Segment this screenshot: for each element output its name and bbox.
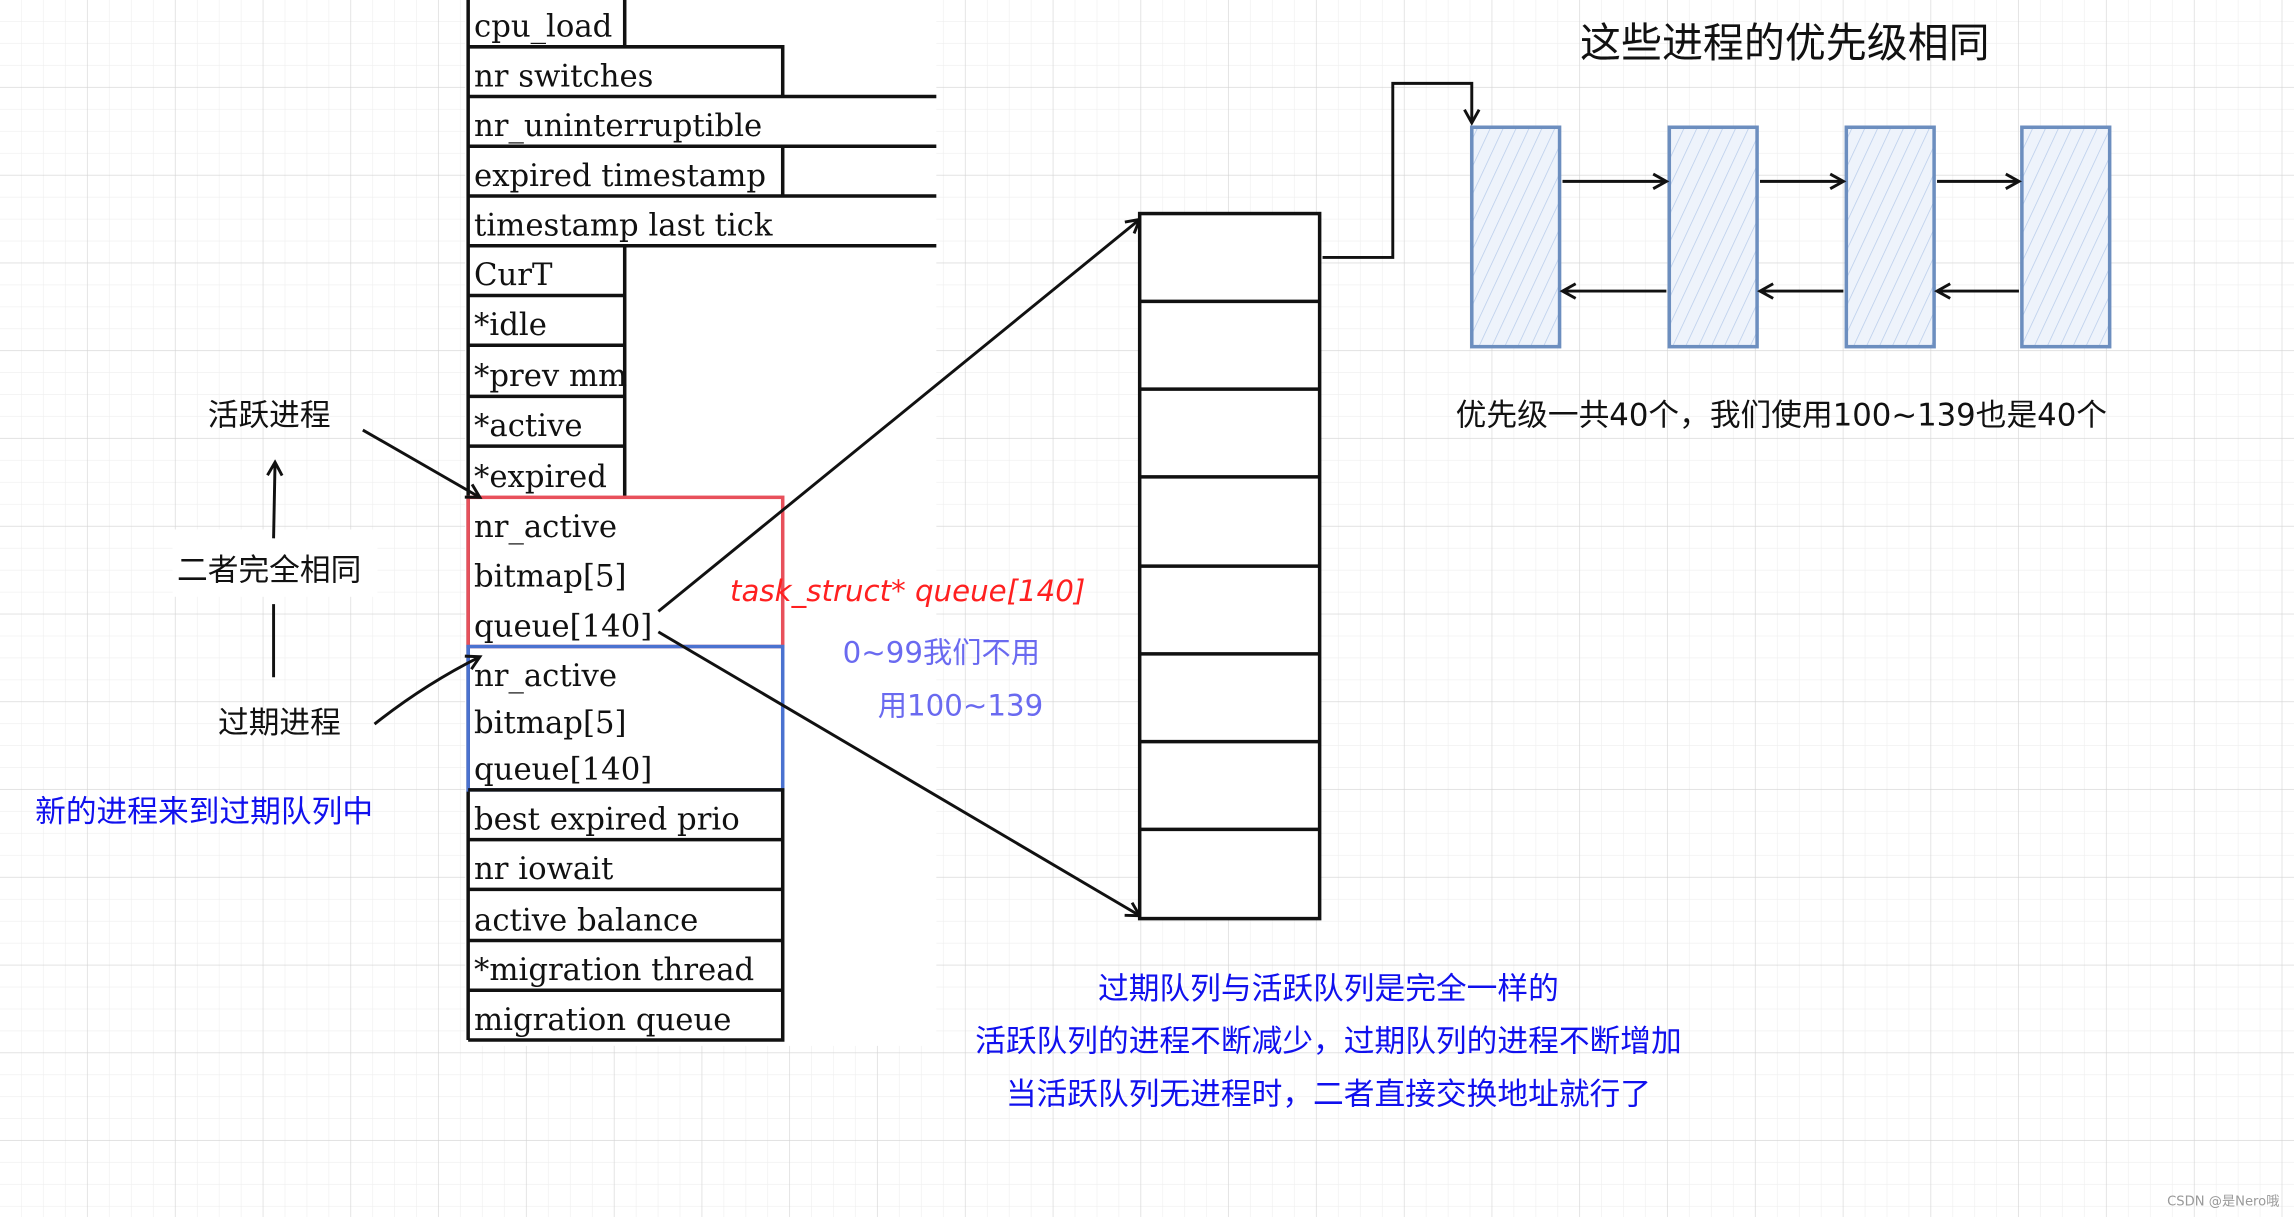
summary-note: 过期队列与活跃队列是完全一样的 活跃队列的进程不断减少，过期队列的进程不断增加 … [975, 971, 1682, 1112]
label-used-range: 用100~139 [878, 688, 1043, 722]
field-prev-mm: *prev mm [474, 358, 627, 394]
task-node [2020, 125, 2112, 349]
field-nr-switches: nr switches [474, 58, 653, 94]
field-best-expired-prio: best expired prio [474, 801, 740, 837]
label-queue-type: task_struct* queue[140] [730, 574, 1085, 608]
task-node [1470, 125, 1562, 349]
label-both-identical: 二者完全相同 [177, 553, 361, 589]
task-linked-list [1470, 125, 2112, 349]
arrow-to-expired [373, 657, 480, 726]
note-new-process: 新的进程来到过期队列中 [35, 794, 373, 830]
arrow-to-active [362, 428, 480, 497]
field-curr: CurT [474, 257, 553, 293]
expired-bitmap: bitmap[5] [474, 705, 626, 741]
arrow-to-list [1322, 81, 1472, 259]
field-active-balance: active balance [474, 902, 698, 938]
task-node [1667, 125, 1759, 349]
watermark: CSDN @是Nero哦 [2167, 1193, 2279, 1209]
field-cpu-load: cpu_load [474, 9, 612, 45]
active-queue: queue[140] [474, 608, 652, 644]
field-timestamp-last-tick: timestamp last tick [474, 208, 773, 244]
summary-line-1: 过期队列与活跃队列是完全一样的 [1098, 971, 1559, 1007]
summary-line-2: 活跃队列的进程不断减少，过期队列的进程不断增加 [975, 1024, 1682, 1060]
arrow-queue-top [657, 219, 1139, 613]
summary-line-3: 当活跃队列无进程时，二者直接交换地址就行了 [1006, 1076, 1651, 1112]
field-idle: *idle [474, 307, 547, 343]
label-expired-process: 过期进程 [218, 705, 341, 741]
field-active: *active [474, 408, 583, 444]
active-nr-active: nr_active [474, 509, 617, 545]
expired-queue: queue[140] [474, 752, 652, 788]
label-unused-range: 0~99我们不用 [843, 636, 1040, 670]
title-same-priority: 这些进程的优先级相同 [1580, 19, 1990, 67]
field-migration-thread: *migration thread [474, 952, 754, 988]
label-priority-count: 优先级一共40个，我们使用100~139也是40个 [1456, 398, 2107, 434]
runqueue-struct: cpu_load nr switches nr_uninterruptible … [466, 0, 937, 1042]
expired-prio-array: nr_active bitmap[5] queue[140] [466, 644, 785, 792]
field-migration-queue: migration queue [474, 1002, 731, 1038]
priority-queue-array [1137, 211, 1322, 921]
field-nr-uninterruptible: nr_uninterruptible [474, 108, 762, 144]
arrow-queue-bottom [657, 630, 1139, 916]
arrow-up [274, 462, 275, 539]
expired-nr-active: nr_active [474, 658, 617, 694]
field-nr-iowait: nr iowait [474, 851, 614, 887]
active-bitmap: bitmap[5] [474, 559, 626, 595]
field-expired: *expired [474, 459, 607, 495]
task-node [1844, 125, 1936, 349]
label-active-process: 活跃进程 [208, 398, 331, 434]
field-expired-timestamp: expired timestamp [474, 158, 766, 194]
